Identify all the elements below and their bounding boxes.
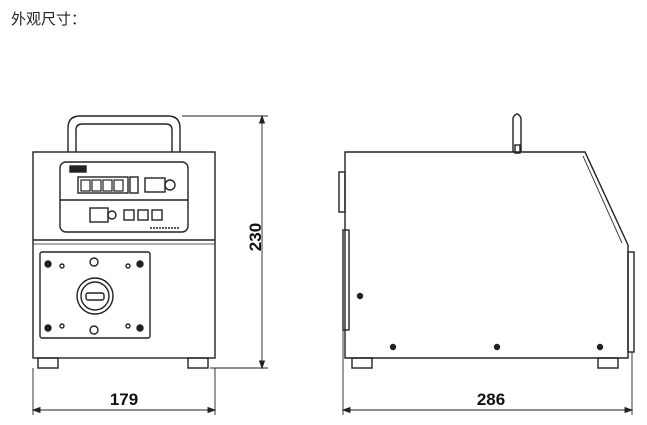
foot-left xyxy=(37,357,59,369)
pump-head-plate xyxy=(39,251,151,339)
control-panel xyxy=(59,161,189,233)
section-title: 外观尺寸： xyxy=(11,10,87,28)
width-label: 179 xyxy=(110,390,138,409)
side-view xyxy=(338,113,635,369)
percent-button xyxy=(151,209,163,221)
handle xyxy=(67,115,181,152)
up-down-buttons xyxy=(129,176,139,194)
plate-screws xyxy=(44,257,144,335)
prime-button xyxy=(137,209,149,221)
height-label: 230 xyxy=(246,223,265,251)
mode-indicator xyxy=(144,177,166,193)
side-dimension-lines xyxy=(341,330,634,415)
full-speed-button xyxy=(123,209,135,221)
side-foot-left xyxy=(351,357,373,369)
pump-head-side xyxy=(342,229,350,331)
front-body xyxy=(32,151,216,359)
logo xyxy=(69,165,87,173)
led-digits xyxy=(80,179,124,192)
direction-button xyxy=(89,207,109,223)
foot-right xyxy=(187,357,209,369)
side-connector xyxy=(338,171,346,213)
side-body xyxy=(344,151,629,359)
side-foot-right xyxy=(597,357,619,369)
front-dimension-lines xyxy=(31,114,268,415)
handle-side xyxy=(512,113,522,152)
pump-rotor xyxy=(76,277,114,315)
depth-label: 286 xyxy=(477,390,505,409)
front-panel-side xyxy=(627,251,635,353)
front-view xyxy=(32,115,216,369)
knob-icon xyxy=(164,179,176,191)
